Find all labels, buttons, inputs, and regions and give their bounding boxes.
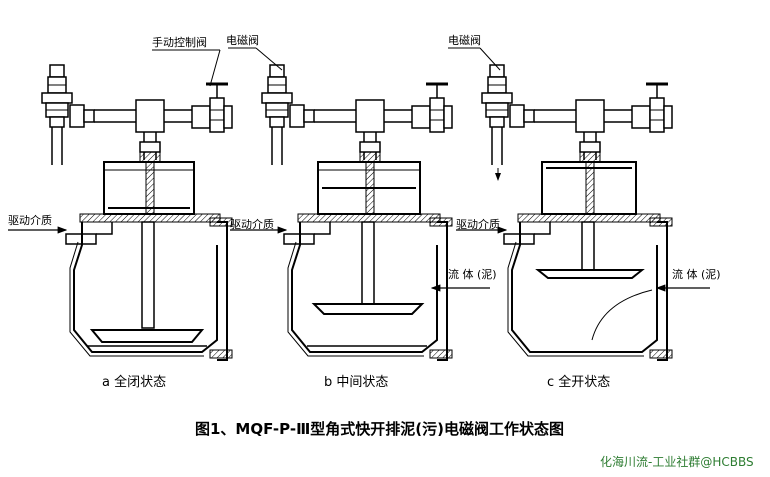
label-drive-b: 驱动介质 [230,218,274,231]
state-c-label: c 全开状态 [547,374,610,390]
label-flow-b: 流 体 (泥) [448,267,497,281]
label-drive-a: 驱动介质 [8,214,52,227]
state-b-label: b 中间状态 [324,375,388,390]
valve-b [260,63,490,361]
label-manual-valve: 手动控制阀 [152,35,207,49]
valve-a [40,63,234,361]
valve-c [480,63,710,361]
label-drive-c: 驱动介质 [456,218,500,231]
watermark: 化海川流-工业社群@HCBBS [600,454,754,469]
state-a-label: a 全闭状态 [102,374,166,390]
label-flow-c: 流 体 (泥) [672,267,721,281]
label-solenoid-b: 电磁阀 [226,33,259,47]
label-solenoid-c: 电磁阀 [448,33,481,47]
figure-caption: 图1、MQF-P-Ⅲ型角式快开排泥(污)电磁阀工作状态图 [195,420,564,438]
